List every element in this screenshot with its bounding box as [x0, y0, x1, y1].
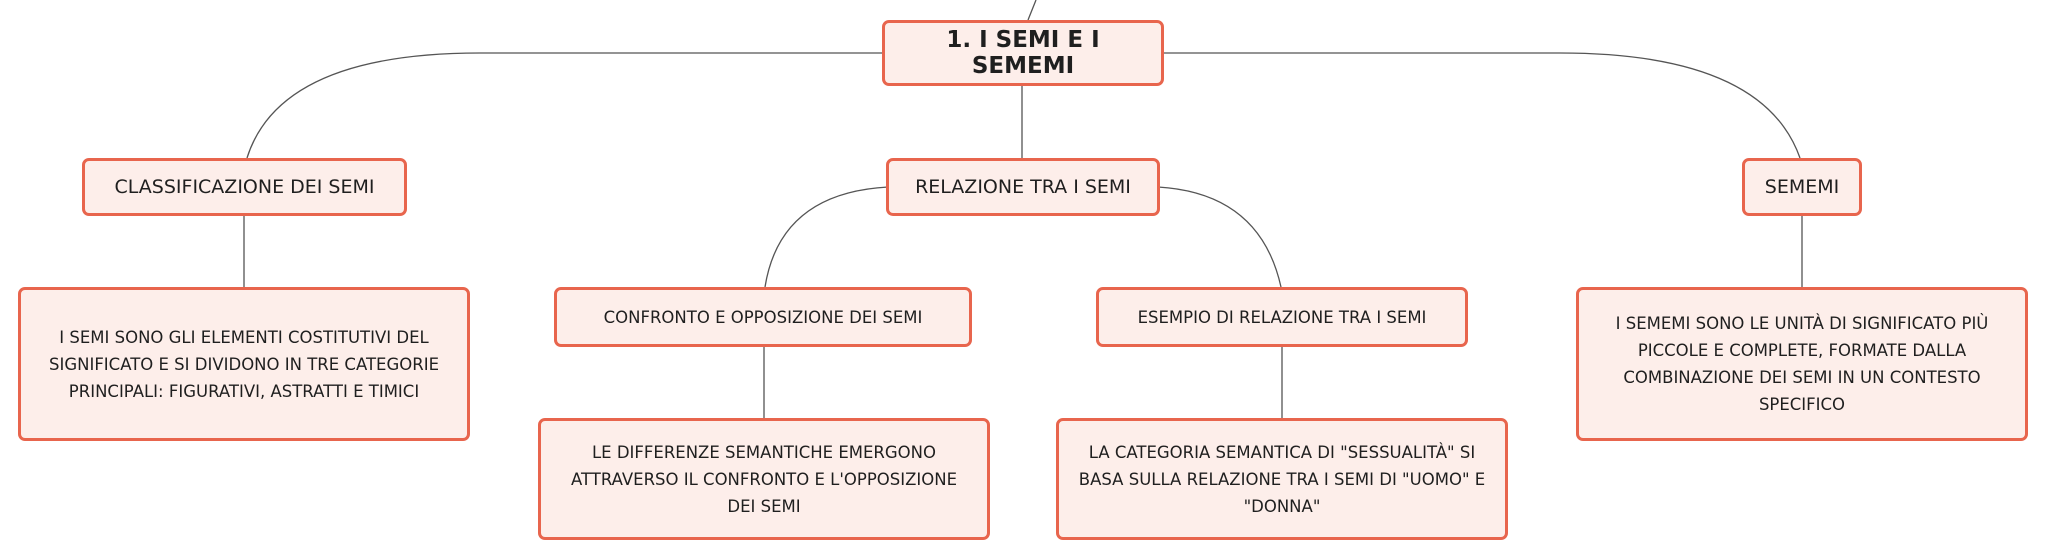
leaf-node-text: LE DIFFERENZE SEMANTICHE EMERGONO ATTRAV…: [570, 442, 958, 516]
leaf-node-sememi-description[interactable]: I SEMEMI SONO LE UNITÀ DI SIGNIFICATO PI…: [1576, 287, 2028, 441]
leaf-node-text: LA CATEGORIA SEMANTICA DI "SESSUALITÀ" S…: [1078, 442, 1486, 516]
subtopic-node-confronto[interactable]: CONFRONTO E OPPOSIZIONE DEI SEMI: [554, 287, 972, 347]
connector-root-incoming: [1027, 0, 1037, 21]
connector-relazione-to-esempio: [1157, 186, 1282, 288]
root-node-label: 1. I SEMI E I SEMEMI: [946, 27, 1100, 79]
leaf-node-text: I SEMEMI SONO LE UNITÀ DI SIGNIFICATO PI…: [1615, 314, 1989, 414]
subtopic-node-esempio[interactable]: ESEMPIO DI RELAZIONE TRA I SEMI: [1096, 287, 1468, 347]
connector-relazione-to-confronto: [764, 186, 889, 288]
leaf-node-confronto-description[interactable]: LE DIFFERENZE SEMANTICHE EMERGONO ATTRAV…: [538, 418, 990, 540]
subtopic-node-label: CONFRONTO E OPPOSIZIONE DEI SEMI: [603, 307, 923, 327]
leaf-node-classificazione-description[interactable]: I SEMI SONO GLI ELEMENTI COSTITUTIVI DEL…: [18, 287, 470, 441]
leaf-node-esempio-description[interactable]: LA CATEGORIA SEMANTICA DI "SESSUALITÀ" S…: [1056, 418, 1508, 540]
leaf-node-text: I SEMI SONO GLI ELEMENTI COSTITUTIVI DEL…: [48, 327, 439, 401]
root-node[interactable]: 1. I SEMI E I SEMEMI: [882, 20, 1164, 86]
subtopic-node-label: ESEMPIO DI RELAZIONE TRA I SEMI: [1137, 307, 1427, 327]
branch-node-label: CLASSIFICAZIONE DEI SEMI: [114, 176, 375, 198]
branch-node-relazione[interactable]: RELAZIONE TRA I SEMI: [886, 158, 1160, 216]
branch-node-label: RELAZIONE TRA I SEMI: [915, 176, 1131, 198]
branch-node-label: SEMEMI: [1764, 176, 1840, 198]
connector-root-to-classificazione: [246, 52, 882, 159]
branch-node-sememi[interactable]: SEMEMI: [1742, 158, 1862, 216]
branch-node-classificazione[interactable]: CLASSIFICAZIONE DEI SEMI: [82, 158, 407, 216]
connector-root-to-sememi: [1162, 52, 1801, 159]
